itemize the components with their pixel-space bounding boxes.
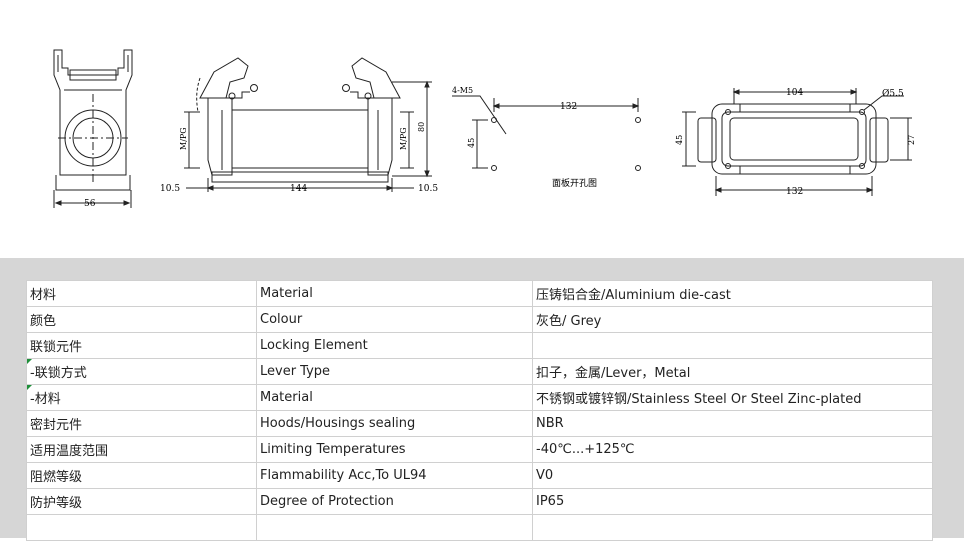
spec-label-en: Material <box>256 384 533 411</box>
spec-label-zh <box>26 514 257 541</box>
drawing-svg: 56 M/PG M/PG 80 10.5 144 10.5 <box>53 49 916 209</box>
table-row: 适用温度范围 Limiting Temperatures -40℃...+125… <box>26 436 933 463</box>
table-row: 颜色 Colour 灰色/ Grey <box>26 306 933 333</box>
spec-value: NBR <box>532 410 933 437</box>
spec-value: 灰色/ Grey <box>532 306 933 333</box>
table-row: 密封元件 Hoods/Housings sealing NBR <box>26 410 933 437</box>
spec-value: 压铸铝合金/Aluminium die-cast <box>532 280 933 307</box>
spec-label-zh: 颜色 <box>26 306 257 333</box>
table-row: 联锁元件 Locking Element <box>26 332 933 359</box>
front-right-margin-label: 10.5 <box>418 184 438 194</box>
side-width-label: 56 <box>84 199 96 209</box>
cutout-holes-label: 4-M5 <box>452 86 473 95</box>
top-inner-width-label: 104 <box>786 88 803 98</box>
spec-value: IP65 <box>532 488 933 515</box>
table-row: 材料 Material 压铸铝合金/Aluminium die-cast <box>26 280 933 307</box>
spec-label-en: Flammability Acc,To UL94 <box>256 462 533 489</box>
spec-label-en: Hoods/Housings sealing <box>256 410 533 437</box>
spec-label-zh: -联锁方式 <box>26 358 257 385</box>
spec-label-en: Degree of Protection <box>256 488 533 515</box>
table-row: -联锁方式 Lever Type 扣子，金属/Lever，Metal <box>26 358 933 385</box>
cutout-spacing-x-label: 132 <box>560 102 577 112</box>
spec-label-zh: 防护等级 <box>26 488 257 515</box>
spec-value: 扣子，金属/Lever，Metal <box>532 358 933 385</box>
cutout-spacing-y-label: 45 <box>467 138 476 148</box>
spec-value: 不锈钢或镀锌钢/Stainless Steel Or Steel Zinc-pl… <box>532 384 933 411</box>
spec-value: -40℃...+125℃ <box>532 436 933 463</box>
spec-label-zh: 适用温度范围 <box>26 436 257 463</box>
spec-table-panel: 材料 Material 压铸铝合金/Aluminium die-cast 颜色 … <box>0 258 964 541</box>
spec-label-en: Locking Element <box>256 332 533 359</box>
spec-value: V0 <box>532 462 933 489</box>
front-left-margin-label: 10.5 <box>160 184 180 194</box>
spec-table-body: 材料 Material 压铸铝合金/Aluminium die-cast 颜色 … <box>26 280 933 541</box>
spec-label-en: Colour <box>256 306 533 333</box>
front-view: M/PG M/PG 80 10.5 144 10.5 <box>160 57 438 194</box>
side-view: 56 <box>53 49 133 209</box>
spec-label-zh: 联锁元件 <box>26 332 257 359</box>
top-view: 104 Ø5.5 132 45 27 <box>675 88 916 197</box>
spec-label-zh: 密封元件 <box>26 410 257 437</box>
cutout-caption: 面板开孔图 <box>552 177 597 189</box>
front-height-label: 80 <box>417 122 426 132</box>
spec-label-zh: 材料 <box>26 280 257 307</box>
front-width-label: 144 <box>290 184 307 194</box>
table-row: 阻燃等级 Flammability Acc,To UL94 V0 <box>26 462 933 489</box>
spec-label-en: Lever Type <box>256 358 533 385</box>
spec-label-zh: -材料 <box>26 384 257 411</box>
technical-drawing: 56 M/PG M/PG 80 10.5 144 10.5 <box>0 0 964 258</box>
gland-right-label: M/PG <box>399 127 408 150</box>
spec-value <box>532 514 933 541</box>
top-hole-dia-label: Ø5.5 <box>882 88 904 99</box>
spec-label-en: Limiting Temperatures <box>256 436 533 463</box>
table-row: -材料 Material 不锈钢或镀锌钢/Stainless Steel Or … <box>26 384 933 411</box>
spec-value <box>532 332 933 359</box>
spec-label-en: Material <box>256 280 533 307</box>
spec-table: 材料 Material 压铸铝合金/Aluminium die-cast 颜色 … <box>26 280 933 541</box>
table-row <box>26 514 933 541</box>
top-height-right-label: 27 <box>907 135 916 145</box>
table-row: 防护等级 Degree of Protection IP65 <box>26 488 933 515</box>
top-total-width-label: 132 <box>786 187 803 197</box>
panel-cutout: 132 45 4-M5 面板开孔图 <box>452 86 641 189</box>
top-height-left-label: 45 <box>675 135 684 145</box>
spec-label-zh: 阻燃等级 <box>26 462 257 489</box>
gland-left-label: M/PG <box>179 127 188 150</box>
spec-label-en <box>256 514 533 541</box>
